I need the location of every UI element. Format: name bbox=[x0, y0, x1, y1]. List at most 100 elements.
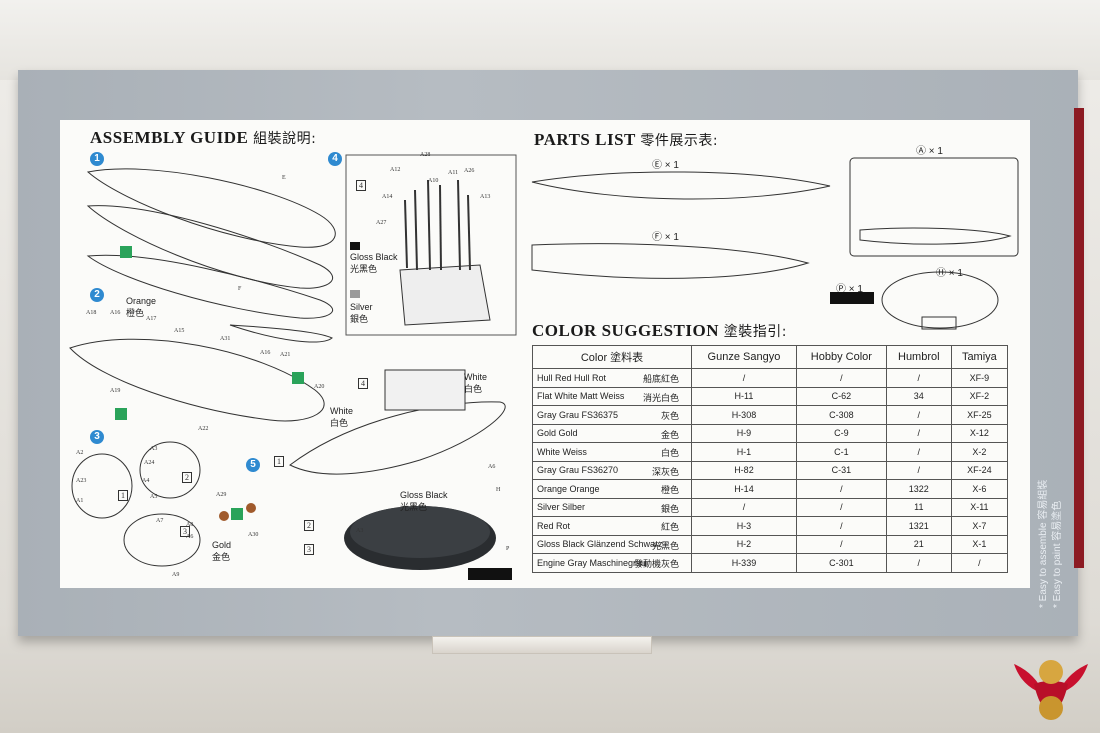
part-e-hull bbox=[531, 171, 831, 200]
part-p-bar bbox=[830, 292, 874, 304]
hull-half-mid bbox=[86, 205, 334, 289]
part-label: A6 bbox=[186, 534, 194, 540]
gloss-black-swatch bbox=[350, 242, 360, 250]
color-code-humbrol: / bbox=[885, 423, 952, 443]
part-label: A28 bbox=[420, 152, 431, 158]
part-label: A3 bbox=[356, 528, 364, 534]
color-name-cn: 灰色 bbox=[660, 411, 679, 421]
step-2-marker: 2 bbox=[90, 288, 104, 302]
color-code-gunze: H-14 bbox=[691, 479, 797, 499]
color-code-tamiya: XF-9 bbox=[950, 368, 1009, 388]
part-label: A26 bbox=[464, 168, 475, 174]
step-5-marker: 5 bbox=[246, 458, 260, 472]
part-label: A5 bbox=[150, 494, 158, 500]
rm-logo bbox=[1014, 660, 1088, 720]
color-code-humbrol: / bbox=[885, 442, 952, 462]
part-label: H bbox=[496, 487, 501, 493]
color-code-hobby: C-9 bbox=[795, 423, 887, 443]
part-label: A24 bbox=[144, 460, 155, 466]
detail-circle-3 bbox=[123, 513, 201, 567]
part-f-hull bbox=[531, 243, 810, 279]
color-code-gunze: / bbox=[691, 368, 797, 388]
part-label: A3 bbox=[150, 446, 158, 452]
col-color: Color 塗料表 bbox=[532, 345, 692, 369]
col-gunze: Gunze Sangyo bbox=[691, 345, 797, 369]
color-code-hobby: / bbox=[795, 497, 887, 517]
color-code-humbrol: / bbox=[885, 368, 952, 388]
color-name-cell: White Weiss 白色 bbox=[532, 442, 692, 462]
box-number: 4 bbox=[356, 180, 366, 191]
part-label: A14 bbox=[382, 194, 393, 200]
glue-icon-1 bbox=[120, 246, 132, 258]
box-number: 3 bbox=[304, 544, 314, 555]
color-code-humbrol: 21 bbox=[885, 534, 952, 554]
color-code-gunze: / bbox=[691, 497, 797, 517]
part-h-stand bbox=[881, 271, 999, 329]
part-label: A15 bbox=[174, 328, 185, 334]
color-name-en: Gloss Black Glänzend Schwarz bbox=[537, 539, 663, 550]
hull-half-e bbox=[86, 168, 336, 248]
part-label: A8 bbox=[186, 522, 194, 528]
part-label: A21 bbox=[280, 352, 291, 358]
color-code-hobby: C-62 bbox=[795, 386, 887, 406]
part-label: A1 bbox=[76, 498, 84, 504]
color-code-gunze: H-9 bbox=[691, 423, 797, 443]
part-label: A9 bbox=[172, 572, 180, 578]
glue-icon-4 bbox=[231, 508, 243, 520]
color-name-cn: 銀色 bbox=[660, 503, 679, 514]
color-name-en: White Weiss bbox=[537, 446, 587, 457]
box-number: 1 bbox=[118, 490, 128, 501]
parts-list-title: PARTS LIST 零件展示表: bbox=[534, 130, 719, 149]
color-code-hobby: C-301 bbox=[795, 553, 887, 573]
step-1-marker: 1 bbox=[90, 152, 104, 166]
color-table: Color 塗料表 Gunze Sangyo Hobby Color Humbr… bbox=[532, 345, 1009, 573]
detail-circle-2 bbox=[139, 441, 201, 499]
assembly-guide-title: ASSEMBLY GUIDE 組裝說明: bbox=[90, 128, 317, 147]
box-number: 2 bbox=[304, 520, 314, 531]
color-code-humbrol: 11 bbox=[885, 497, 952, 517]
color-name-en: Engine Gray Maschinegrau bbox=[537, 557, 647, 568]
color-name-cn: 消光白色 bbox=[642, 392, 679, 403]
color-suggestion-title: COLOR SUGGESTION 塗裝指引: bbox=[532, 321, 787, 340]
part-label: A4 bbox=[142, 478, 150, 484]
part-label: A18 bbox=[86, 310, 97, 316]
part-label: F bbox=[238, 286, 242, 292]
side-text-line1: * Easy to assemble 容易組裝 bbox=[1036, 480, 1049, 608]
color-code-humbrol: / bbox=[885, 405, 952, 425]
color-code-gunze: H-3 bbox=[691, 516, 797, 536]
color-name-en: Gray Grau FS36270 bbox=[537, 465, 619, 476]
part-label: E bbox=[282, 175, 286, 181]
color-name-cn: 白色 bbox=[660, 448, 679, 458]
gold-part-a30 bbox=[246, 503, 256, 513]
color-name-cn: 光黑色 bbox=[651, 540, 679, 551]
color-code-tamiya: XF-2 bbox=[950, 386, 1009, 406]
color-name-en: Flat White Matt Weiss bbox=[537, 391, 625, 402]
part-label: A30 bbox=[248, 532, 259, 538]
gold-part-a29 bbox=[219, 511, 229, 521]
color-code-gunze: H-11 bbox=[691, 386, 797, 406]
color-name-en: Gray Grau FS36375 bbox=[537, 409, 619, 420]
part-label: P bbox=[506, 546, 510, 552]
part-label: A20 bbox=[314, 384, 325, 390]
part-f-count: Ⓕ × 1 bbox=[652, 232, 679, 243]
display-stand bbox=[432, 636, 652, 654]
part-label: A23 bbox=[76, 478, 87, 484]
assembly-drawings bbox=[69, 154, 1019, 570]
color-code-tamiya: X-11 bbox=[950, 497, 1009, 517]
color-code-gunze: H-308 bbox=[691, 405, 797, 425]
color-code-tamiya: XF-24 bbox=[950, 460, 1009, 480]
color-name-en: Gold Gold bbox=[537, 428, 578, 439]
color-code-humbrol: / bbox=[885, 460, 952, 480]
hull-half-f bbox=[86, 254, 334, 319]
color-code-gunze: H-339 bbox=[691, 553, 797, 573]
